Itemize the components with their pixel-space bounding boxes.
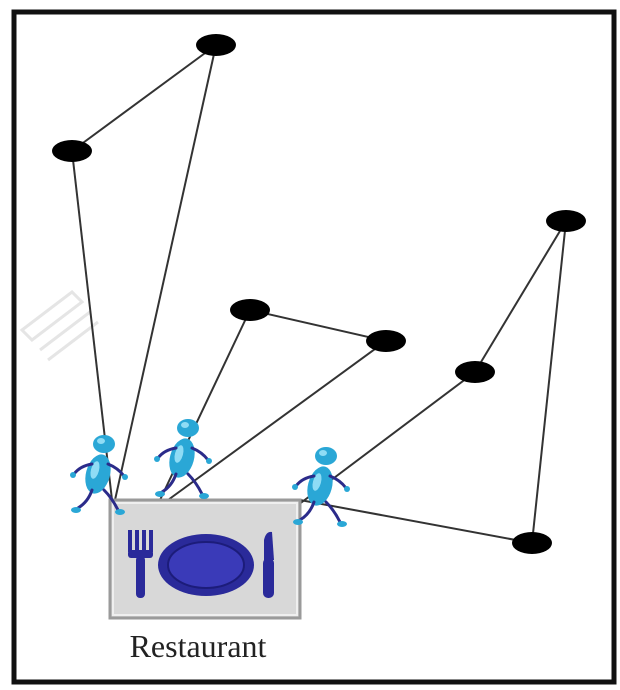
node xyxy=(546,210,586,232)
node xyxy=(230,299,270,321)
edge-r1-c xyxy=(114,44,217,501)
fork-icon xyxy=(128,530,153,598)
restaurant-label: Restaurant xyxy=(129,628,267,664)
diagram-frame xyxy=(11,9,617,685)
edge-r2-b xyxy=(249,309,387,342)
node xyxy=(52,140,92,162)
edge-r3-d xyxy=(299,499,533,544)
edge-r2-c xyxy=(167,340,387,501)
route-nodes xyxy=(52,34,586,554)
node xyxy=(512,532,552,554)
watermark-mark xyxy=(19,290,99,362)
node xyxy=(455,361,495,383)
plate-icon xyxy=(158,534,254,596)
edge-r1-b xyxy=(71,44,217,152)
restaurant-box xyxy=(108,498,302,620)
knife-icon xyxy=(263,531,274,598)
node xyxy=(366,330,406,352)
edge-r3-b xyxy=(474,220,567,373)
node xyxy=(196,34,236,56)
edge-r3-c xyxy=(531,220,567,544)
